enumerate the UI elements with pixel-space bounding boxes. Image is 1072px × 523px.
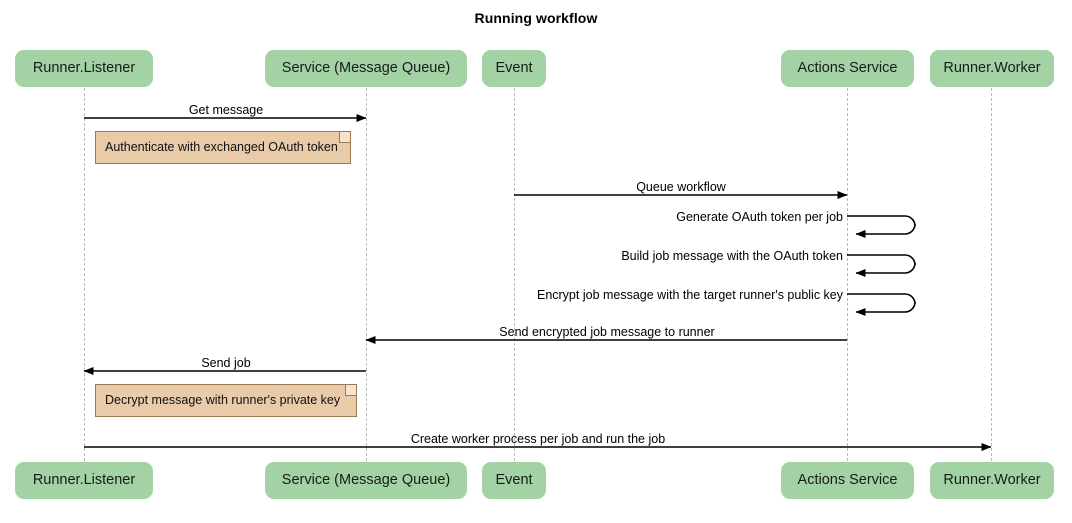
message-label-create-worker: Create worker process per job and run th… — [410, 432, 666, 446]
message-label-send-job: Send job — [201, 356, 251, 370]
participant-label: Event — [495, 60, 533, 76]
page-title: Running workflow — [474, 10, 598, 26]
message-label-build-message: Build job message with the OAuth token — [621, 249, 843, 263]
message-arrow-build-message — [847, 254, 916, 277]
participant-runner-listener-top[interactable]: Runner.Listener — [15, 50, 153, 87]
message-arrow-generate-token — [847, 215, 916, 238]
participant-label: Runner.Listener — [32, 60, 136, 76]
participant-label: Service (Message Queue) — [281, 60, 451, 76]
message-arrow-encrypt-message — [847, 293, 916, 316]
participant-runner-worker-bottom[interactable]: Runner.Worker — [930, 462, 1054, 499]
note-label: Authenticate with exchanged OAuth token — [105, 140, 338, 154]
participant-actions-service-top[interactable]: Actions Service — [781, 50, 914, 87]
participant-label: Event — [495, 472, 533, 488]
note-fold-corner-icon — [339, 132, 350, 143]
participant-label: Runner.Worker — [943, 472, 1041, 488]
participant-runner-worker-top[interactable]: Runner.Worker — [930, 50, 1054, 87]
note-decrypt: Decrypt message with runner's private ke… — [95, 384, 357, 417]
message-label-send-encrypted: Send encrypted job message to runner — [499, 325, 715, 339]
lifeline-runner-listener — [84, 88, 85, 461]
lifeline-service-mq — [366, 88, 367, 461]
participant-label: Runner.Listener — [32, 472, 136, 488]
participant-event-bottom[interactable]: Event — [482, 462, 546, 499]
note-authenticate: Authenticate with exchanged OAuth token — [95, 131, 351, 164]
participant-label: Service (Message Queue) — [281, 472, 451, 488]
note-label: Decrypt message with runner's private ke… — [105, 393, 341, 407]
participant-service-mq-top[interactable]: Service (Message Queue) — [265, 50, 467, 87]
participant-event-top[interactable]: Event — [482, 50, 546, 87]
message-label-get-message: Get message — [188, 103, 264, 117]
lifeline-actions-service — [847, 88, 848, 461]
participant-label: Actions Service — [797, 472, 898, 488]
participant-label: Runner.Worker — [943, 60, 1041, 76]
participant-runner-listener-bottom[interactable]: Runner.Listener — [15, 462, 153, 499]
participant-actions-service-bottom[interactable]: Actions Service — [781, 462, 914, 499]
message-label-queue-workflow: Queue workflow — [636, 180, 726, 194]
message-label-generate-token: Generate OAuth token per job — [676, 210, 843, 224]
lifeline-event — [514, 88, 515, 461]
note-fold-corner-icon — [345, 385, 356, 396]
message-label-encrypt-message: Encrypt job message with the target runn… — [536, 288, 843, 302]
lifeline-runner-worker — [991, 88, 992, 461]
participant-service-mq-bottom[interactable]: Service (Message Queue) — [265, 462, 467, 499]
participant-label: Actions Service — [797, 60, 898, 76]
